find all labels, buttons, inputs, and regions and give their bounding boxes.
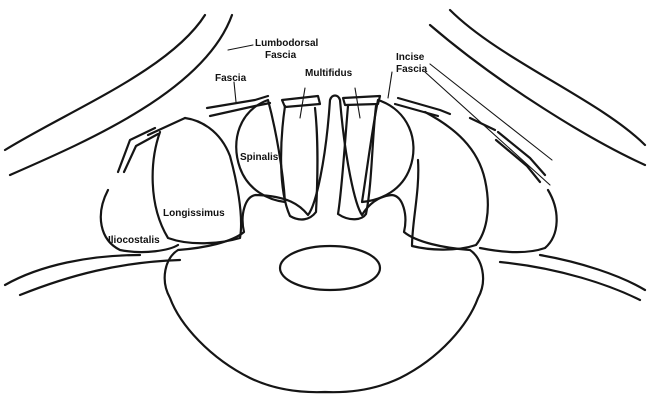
iliocostalis-label: Iliocostalis [108, 235, 160, 246]
left-longissimus-muscle [153, 118, 241, 243]
right-iliocostalis-muscle [480, 190, 557, 252]
lumbodorsal-fascia-label-line2: Fascia [265, 50, 297, 61]
left-multifidus-muscle [281, 106, 317, 219]
longissimus-label: Longissimus [163, 208, 225, 219]
pointer-lines [228, 45, 552, 185]
multifidus-label: Multifidus [305, 68, 353, 79]
spinalis-label: Spinalis [240, 152, 279, 163]
spinal-canal [280, 246, 380, 290]
incise-fascia-label-line1: Incise [396, 52, 425, 63]
right-longissimus-muscle [412, 112, 488, 250]
lumbodorsal-fascia-label-line1: Lumbodorsal [255, 38, 319, 49]
incise-fascia-label-line2: Fascia [396, 64, 428, 75]
left-spinalis-muscle [236, 100, 285, 202]
fascia-label: Fascia [215, 73, 247, 84]
